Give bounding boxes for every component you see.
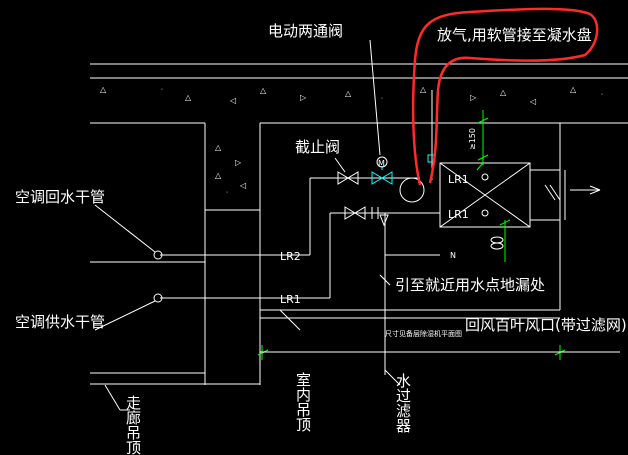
lr1-label: LR1: [280, 293, 301, 306]
drain-note-label: 引至就近用水点地漏处: [395, 276, 545, 294]
valves: [337, 154, 436, 227]
vent-note-highlight: [411, 7, 599, 186]
svg-text:△: △: [215, 171, 222, 180]
stop-valve-label: 截止阀: [295, 138, 340, 156]
svg-text:△: △: [185, 93, 192, 102]
filter-icon: [379, 214, 389, 227]
svg-text:◁: ◁: [229, 96, 236, 105]
floor-slab: [90, 63, 628, 385]
svg-text:△: △: [345, 89, 352, 98]
svg-text:◁: ◁: [529, 97, 536, 106]
leader-lines: [279, 39, 401, 386]
fan-coil-unit: [399, 162, 601, 228]
fan-motor: [399, 177, 425, 203]
svg-text:△: △: [100, 85, 107, 94]
svg-text:△: △: [420, 85, 427, 94]
dim-150-label: ≥150: [468, 128, 477, 150]
svg-text:˙: ˙: [225, 191, 229, 200]
svg-text:△: △: [215, 143, 222, 152]
filter-label: 水过滤器: [394, 373, 412, 433]
svg-text:△: △: [570, 85, 577, 94]
small-note-label: 尺寸见备层除湿机平面图: [385, 329, 462, 338]
return-main-label: 空调回水干管: [15, 188, 105, 206]
green-ticks: [476, 162, 484, 171]
pipe-network: [160, 90, 561, 375]
concrete-speckles: △ ˙ △ ◁ △ ▷ △ ˙ △ ▷ △ ◁ △ ˙ △ ▷ △ ◁ ˙: [100, 85, 604, 200]
supply-stop-valve-icon: [344, 206, 356, 220]
stop-valve-icon: [337, 171, 349, 185]
main-pipes: [94, 204, 163, 331]
lr2-label: LR2: [280, 250, 301, 263]
svg-text:▷: ▷: [300, 93, 307, 102]
condensate-trap: [490, 236, 504, 250]
electric-valve-label: 电动两通阀: [268, 22, 343, 40]
corridor-ceiling-label: 走廊吊顶: [124, 395, 142, 455]
svg-text:▷: ▷: [235, 158, 242, 167]
lr1-mid-label: LR1: [448, 208, 469, 221]
vent-note-label: 放气,用软管接至凝水盘: [437, 26, 592, 44]
svg-text:△: △: [500, 88, 507, 97]
lr1-top-label: LR1: [448, 173, 469, 186]
electric-valve-icon: [371, 171, 383, 185]
supply-main-label: 空调供水干管: [15, 313, 105, 331]
return-louver-label: 回风百叶风口(带过滤网): [465, 316, 627, 334]
supply-main-pipe: [153, 293, 163, 303]
svg-text:˙: ˙: [380, 97, 384, 106]
svg-text:˙: ˙: [600, 93, 604, 102]
svg-text:˙: ˙: [160, 88, 164, 97]
return-main-pipe: [153, 250, 163, 260]
svg-text:◁: ◁: [239, 181, 246, 190]
indoor-ceiling-label: 室内吊顶: [294, 372, 312, 432]
dimension-marks: [257, 110, 620, 360]
m-mark: M: [378, 159, 385, 168]
corridor-ceiling: [90, 372, 260, 411]
svg-text:△: △: [260, 86, 267, 95]
n-mark: N: [450, 251, 456, 260]
svg-text:▷: ▷: [470, 93, 477, 102]
